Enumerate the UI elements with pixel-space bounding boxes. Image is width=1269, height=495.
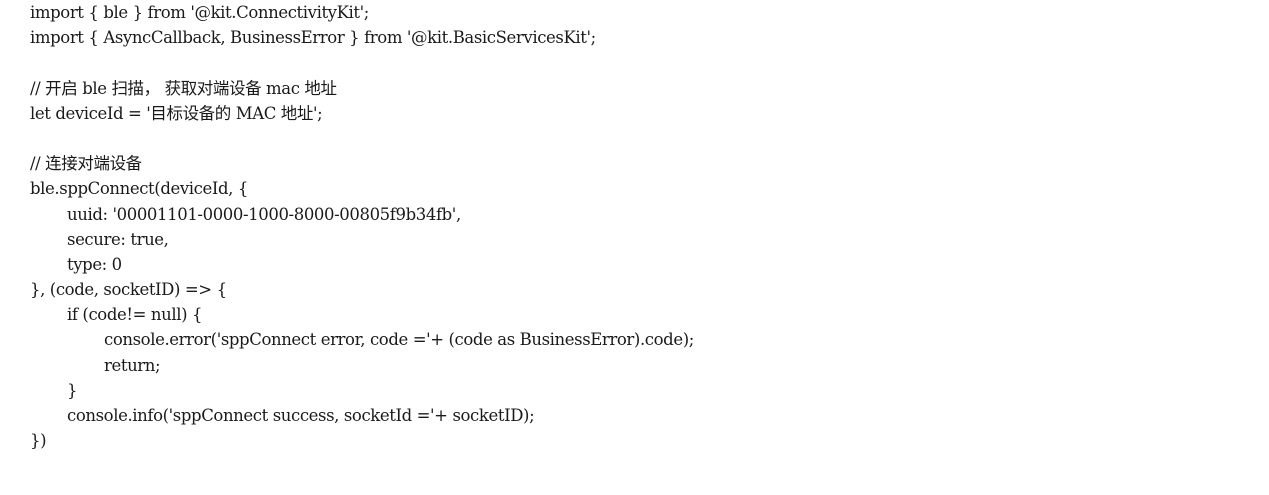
code-line-6: [30, 125, 1260, 152]
code-line-9: uuid: '00001101-0000-1000-8000-00805f9b3…: [67, 204, 461, 224]
code-line-7: // 连接对端设备: [30, 154, 142, 174]
code-line-3: [30, 49, 1260, 76]
code-line-8: ble.sppConnect(deviceId, {: [30, 179, 248, 199]
code-line-14: console.error('sppConnect error, code ='…: [104, 330, 694, 350]
code-line-17: console.info('sppConnect success, socket…: [67, 406, 535, 425]
code-line-12: }, (code, socketID) => {: [30, 280, 227, 300]
code-line-13: if (code!= null) {: [67, 305, 203, 325]
code-line-4: // 开启 ble 扫描， 获取对端设备 mac 地址: [30, 78, 337, 98]
code-line-16: }: [67, 380, 78, 400]
code-line-2: import { AsyncCallback, BusinessError } …: [30, 28, 596, 48]
code-line-1: import { ble } from '@kit.ConnectivityKi…: [30, 3, 369, 22]
code-line-11: type: 0: [67, 254, 122, 274]
code-line-10: secure: true,: [67, 229, 169, 249]
code-line-15: return;: [104, 355, 161, 375]
code-line-5: let deviceId = '目标设备的 MAC 地址';: [30, 103, 323, 123]
code-line-18: }): [30, 431, 47, 451]
code-block: import { ble } from '@kit.ConnectivityKi…: [30, 0, 1260, 495]
